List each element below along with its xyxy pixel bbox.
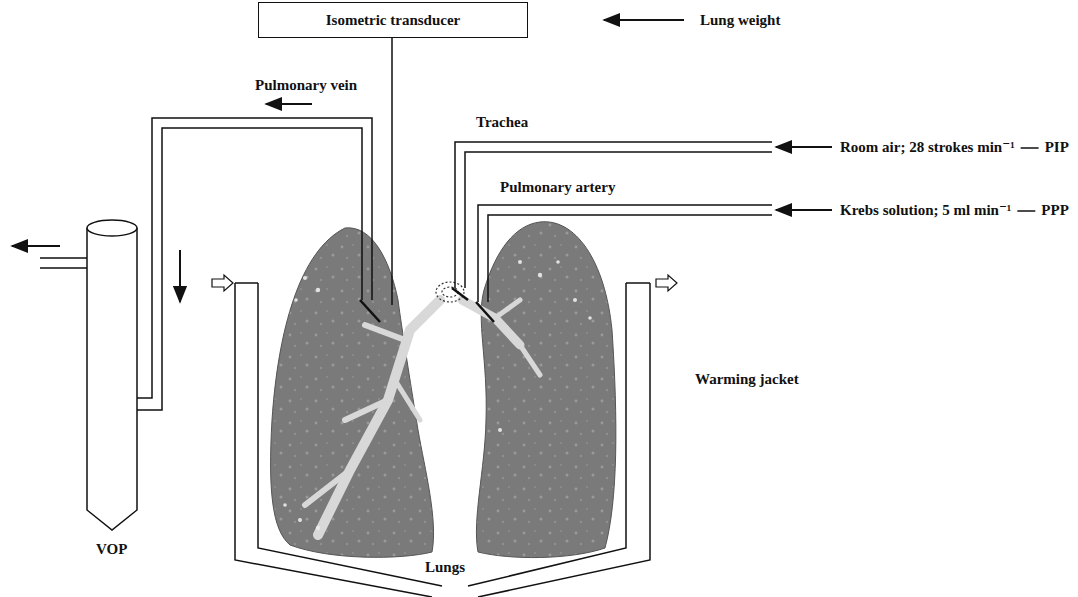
vessel-label: Pulmonary vein bbox=[255, 76, 357, 94]
jacket-label: Warming jacket bbox=[695, 370, 799, 388]
pulmonary-artery-tube bbox=[478, 205, 772, 302]
pressure-label: VOP bbox=[96, 540, 127, 558]
trachea-tube bbox=[465, 152, 772, 288]
lungs-drawing bbox=[271, 222, 616, 558]
transducer-string bbox=[391, 38, 393, 305]
water-inlet-arrow bbox=[212, 275, 233, 291]
vessel-label: Pulmonary artery bbox=[500, 178, 615, 196]
water-outlet-arrow bbox=[656, 275, 677, 291]
pressure-label: PIP bbox=[1045, 138, 1069, 156]
weight-label: Lung weight bbox=[700, 11, 780, 29]
ventilation-label: Room air; 28 strokes min⁻¹ bbox=[840, 138, 1015, 156]
airway-label: Trachea bbox=[476, 113, 528, 131]
perfusate-label: Krebs solution; 5 ml min⁻¹ bbox=[840, 201, 1011, 219]
pulmonary-vein-tube bbox=[137, 118, 372, 398]
pulmonary-artery-tube bbox=[488, 215, 772, 302]
pressure-label: PPP bbox=[1041, 201, 1069, 219]
cannulas bbox=[360, 288, 494, 322]
organ-label: Lungs bbox=[423, 558, 467, 576]
venous-reservoir bbox=[40, 220, 137, 530]
transducer-box: Isometric transducer bbox=[258, 2, 528, 38]
flow-arrows bbox=[12, 20, 832, 302]
pulmonary-vein-tube bbox=[137, 128, 362, 410]
leader-line bbox=[1021, 147, 1039, 149]
box-title: Isometric transducer bbox=[326, 12, 461, 29]
leader-line bbox=[1017, 210, 1035, 212]
pressure-leaders bbox=[1017, 148, 1038, 211]
